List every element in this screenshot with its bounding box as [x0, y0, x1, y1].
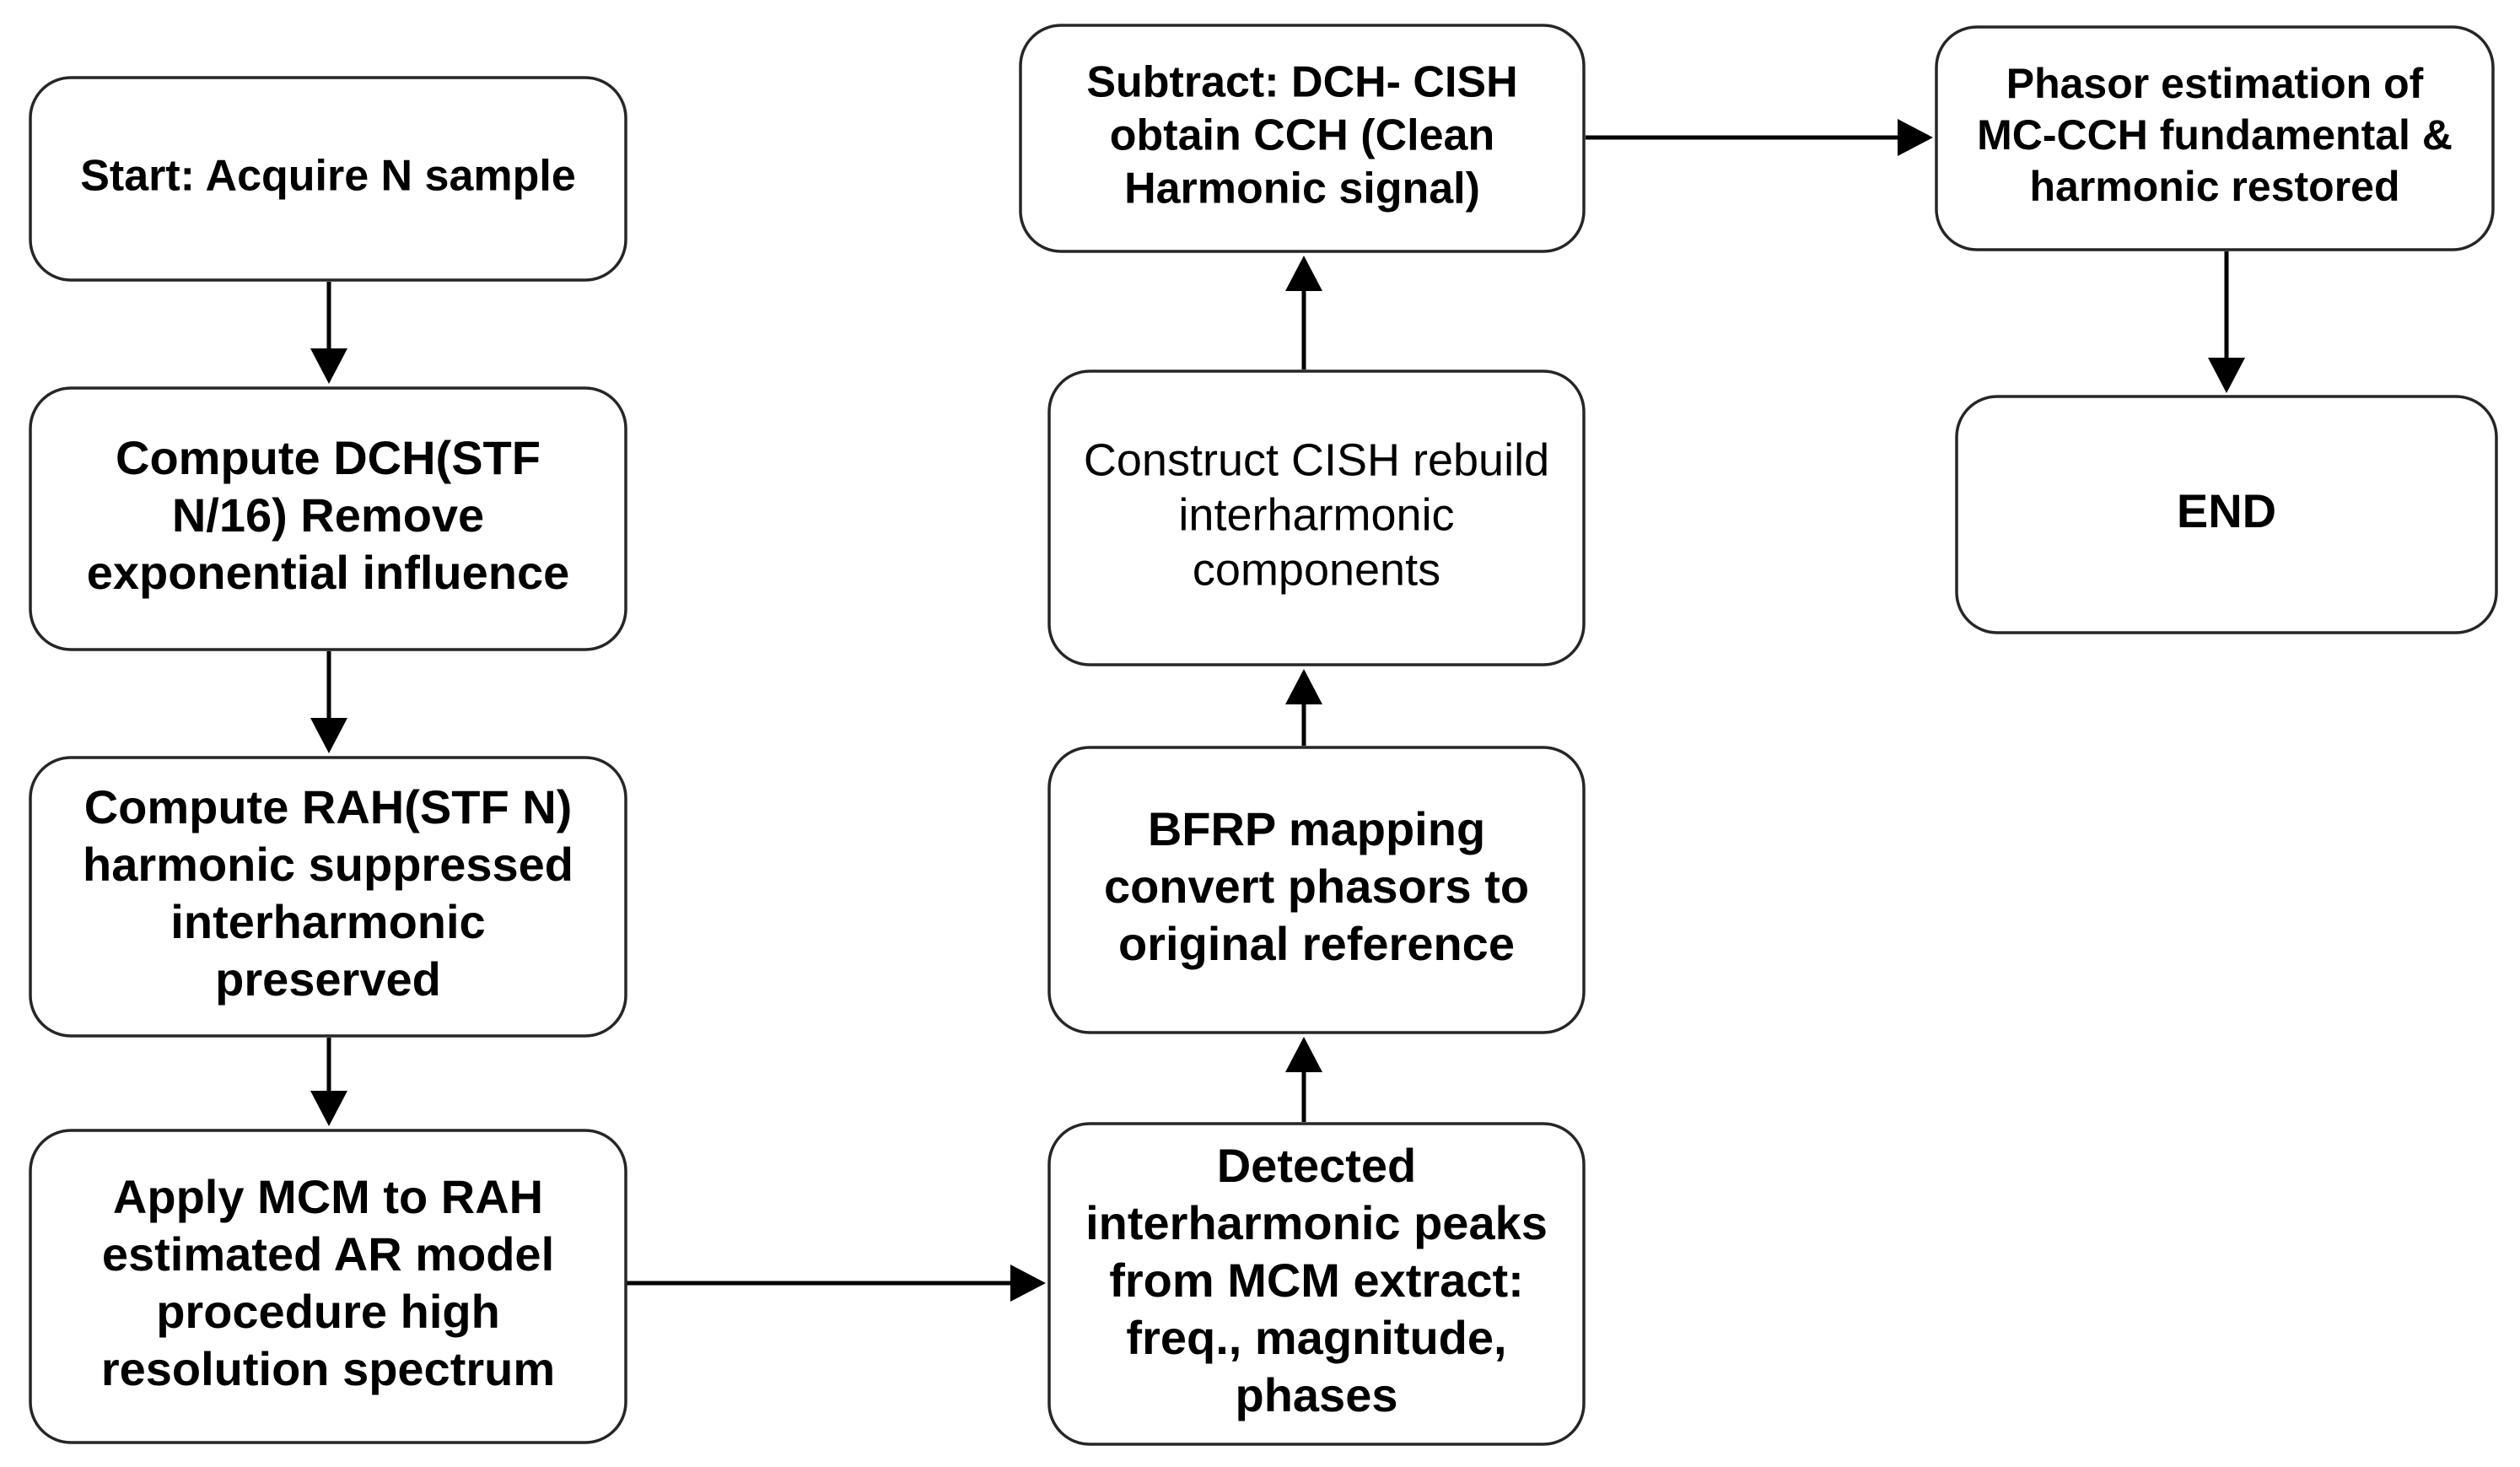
node-compute-rah-stf[interactable]: Compute RAH(STF N)harmonic suppressedint… — [29, 756, 627, 1038]
edge-subtract-to-phasor — [1586, 119, 1933, 156]
node-end-node-shape[interactable] — [1955, 395, 2498, 634]
node-subtract-dch-cish-obtain-cch-line-0: Subtract: DCH- CISH — [1086, 58, 1517, 107]
node-bfrp-mapping-convert-phasors-shape[interactable] — [1047, 746, 1586, 1034]
node-bfrp-mapping-convert-phasors-line-0: BFRP mapping — [1148, 802, 1485, 855]
node-end-node-line-0: END — [2177, 484, 2276, 537]
node-compute-dch-stf-line-1: N/16) Remove — [172, 488, 484, 542]
edge-construct-cish-to-subtract-arrowhead — [1285, 256, 1322, 291]
node-construct-cish-rebuild-line-1: interharmonic — [1178, 489, 1454, 540]
edge-apply-mcm-to-detected-peaks-arrowhead — [1010, 1265, 1046, 1302]
edges-layer — [310, 119, 2245, 1302]
edge-compute-dch-to-compute-rah — [310, 651, 347, 753]
edge-bfrp-to-construct-cish — [1285, 669, 1322, 746]
edge-compute-rah-to-apply-mcm — [310, 1038, 347, 1126]
node-compute-rah-stf-line-1: harmonic suppressed — [83, 838, 573, 891]
node-construct-cish-rebuild-shape[interactable] — [1047, 369, 1586, 666]
node-apply-mcm-to-rah-shape[interactable] — [29, 1129, 627, 1444]
node-subtract-dch-cish-obtain-cch-line-1: obtain CCH (Clean — [1110, 111, 1494, 160]
node-detected-interharmonic-peaks-line-0: Detected — [1217, 1139, 1417, 1192]
node-apply-mcm-to-rah-line-2: procedure high — [156, 1285, 500, 1338]
node-construct-cish-rebuild[interactable]: Construct CISH rebuildinterharmoniccompo… — [1047, 369, 1586, 666]
node-apply-mcm-to-rah-line-0: Apply MCM to RAH — [113, 1170, 543, 1223]
node-construct-cish-rebuild-line-0: Construct CISH rebuild — [1084, 434, 1549, 485]
node-compute-rah-stf-shape[interactable] — [29, 756, 627, 1038]
node-apply-mcm-to-rah-line-1: estimated AR model — [102, 1227, 554, 1281]
edge-detected-peaks-to-bfrp-arrowhead — [1285, 1037, 1322, 1072]
node-compute-rah-stf-line-2: interharmonic — [170, 895, 485, 948]
edge-phasor-to-end — [2208, 251, 2245, 393]
edge-construct-cish-to-subtract — [1285, 256, 1322, 369]
node-detected-interharmonic-peaks-line-3: freq., magnitude, — [1126, 1311, 1506, 1364]
node-detected-interharmonic-peaks-line-2: from MCM extract: — [1109, 1254, 1524, 1307]
node-end-node[interactable]: END — [1955, 395, 2498, 634]
node-bfrp-mapping-convert-phasors-line-1: convert phasors to — [1104, 860, 1529, 913]
node-phasor-estimation-mc-cch-line-2: harmonic restored — [2029, 163, 2399, 210]
edge-bfrp-to-construct-cish-arrowhead — [1285, 669, 1322, 704]
node-compute-dch-stf-shape[interactable] — [29, 386, 627, 651]
edge-subtract-to-phasor-arrowhead — [1898, 119, 1933, 156]
node-phasor-estimation-mc-cch-shape[interactable] — [1935, 25, 2495, 251]
node-phasor-estimation-mc-cch-line-0: Phasor estimation of — [2006, 60, 2424, 107]
node-subtract-dch-cish-obtain-cch-line-2: Harmonic signal) — [1124, 164, 1480, 213]
node-detected-interharmonic-peaks-line-4: phases — [1236, 1368, 1398, 1421]
edge-start-to-compute-dch — [310, 282, 347, 384]
node-apply-mcm-to-rah-line-3: resolution spectrum — [101, 1342, 555, 1395]
node-subtract-dch-cish-obtain-cch-shape[interactable] — [1019, 24, 1586, 253]
node-compute-dch-stf-line-0: Compute DCH(STF — [116, 431, 541, 484]
node-construct-cish-rebuild-line-2: components — [1193, 544, 1440, 595]
node-compute-rah-stf-line-0: Compute RAH(STF N) — [84, 780, 573, 833]
node-phasor-estimation-mc-cch-line-1: MC-CCH fundamental & — [1977, 111, 2453, 159]
node-start-acquire-n-sample-line-0: Start: Acquire N sample — [80, 152, 576, 201]
node-compute-rah-stf-line-3: preserved — [215, 952, 441, 1006]
node-detected-interharmonic-peaks-line-1: interharmonic peaks — [1085, 1196, 1548, 1249]
edge-start-to-compute-dch-arrowhead — [310, 348, 347, 384]
node-detected-interharmonic-peaks-shape[interactable] — [1047, 1122, 1586, 1446]
node-start-acquire-n-sample-shape[interactable] — [29, 76, 627, 282]
edge-compute-rah-to-apply-mcm-arrowhead — [310, 1091, 347, 1126]
edge-apply-mcm-to-detected-peaks — [626, 1265, 1046, 1302]
node-start-acquire-n-sample[interactable]: Start: Acquire N sample — [29, 76, 627, 282]
edge-phasor-to-end-arrowhead — [2208, 358, 2245, 393]
edge-compute-dch-to-compute-rah-arrowhead — [310, 718, 347, 753]
edge-detected-peaks-to-bfrp — [1285, 1037, 1322, 1122]
node-bfrp-mapping-convert-phasors-line-2: original reference — [1118, 917, 1515, 970]
node-compute-dch-stf-line-2: exponential influence — [87, 546, 570, 599]
